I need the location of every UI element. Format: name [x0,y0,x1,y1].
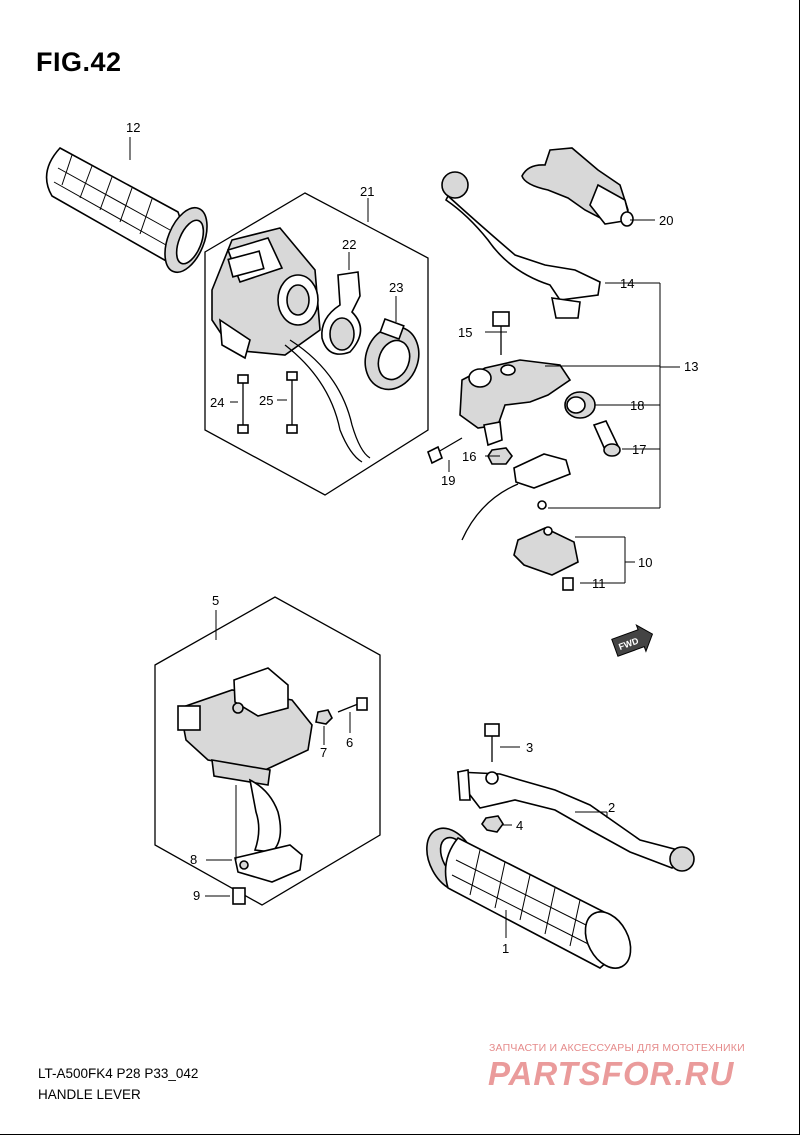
part-3-pivot-bolt[interactable] [484,723,520,762]
assembly-13-leaders [129,137,680,584]
callout-9: 9 [193,888,200,903]
callout-4: 4 [516,818,523,833]
callout-12: 12 [126,120,140,135]
callout-3: 3 [526,740,533,755]
part-15-pivot-bolt[interactable] [492,311,510,355]
part-21-throttle-housing[interactable] [211,227,371,463]
callout-22: 22 [342,237,356,252]
part-1-right-grip[interactable] [417,820,640,976]
part-20-switch[interactable] [521,147,634,227]
part-22-throttle-lever[interactable] [321,271,362,355]
watermark-brand: PARTSFOR.RU [488,1055,735,1092]
callout-23: 23 [389,280,403,295]
section-name: HANDLE LEVER [38,1087,141,1102]
part-5-switch-housing[interactable] [177,667,313,853]
part-8-bracket[interactable] [206,785,303,883]
callout-19: 19 [441,473,455,488]
part-19-bolt[interactable] [427,437,463,465]
callout-14: 14 [620,276,634,291]
callout-18: 18 [630,398,644,413]
part-18-adjuster[interactable] [564,391,596,419]
figure-title: FIG.42 [36,47,122,77]
callout-7: 7 [320,745,327,760]
callout-10: 10 [638,555,652,570]
assembly-21-outline [204,192,429,496]
part-7-nut[interactable] [315,709,333,745]
part-11-screw[interactable] [537,500,574,591]
callout-labels: 12 21 22 23 24 25 20 14 15 13 18 17 16 1… [126,120,698,956]
callout-6: 6 [346,735,353,750]
fwd-direction-badge: FWD [611,623,654,657]
part-4-nut[interactable] [481,815,512,833]
model-code: LT-A500FK4 P28 P33_042 [38,1066,199,1081]
part-6-bolt[interactable] [337,697,368,733]
part-9-screw[interactable] [205,887,246,905]
callout-17: 17 [632,442,646,457]
callout-25: 25 [259,393,273,408]
callout-8: 8 [190,852,197,867]
callout-11: 11 [592,576,606,591]
part-25-screw[interactable] [286,371,298,434]
callout-21: 21 [360,184,374,199]
part-clutch-switch-cable [461,453,571,541]
part-10-switch[interactable] [513,526,579,576]
part-12-left-grip[interactable] [45,146,216,278]
callout-2: 2 [608,800,615,815]
callout-1: 1 [502,941,509,956]
part-2-brake-lever[interactable] [457,769,695,872]
part-23-cable-guide[interactable] [357,317,428,397]
part-13-lever-holder[interactable] [459,359,572,447]
callout-13: 13 [684,359,698,374]
part-24-screw[interactable] [237,374,249,434]
callout-5: 5 [212,593,219,608]
part-14-brake-lever[interactable] [441,171,601,319]
callout-20: 20 [659,213,673,228]
assembly-5-outline [154,596,381,906]
callout-16: 16 [462,449,476,464]
callout-24: 24 [210,395,224,410]
watermark-subtitle: ЗАПЧАСТИ И АКСЕССУАРЫ ДЛЯ МОТОТЕХНИКИ [489,1042,745,1054]
callout-15: 15 [458,325,472,340]
part-17-adjust-screw[interactable] [592,420,621,457]
